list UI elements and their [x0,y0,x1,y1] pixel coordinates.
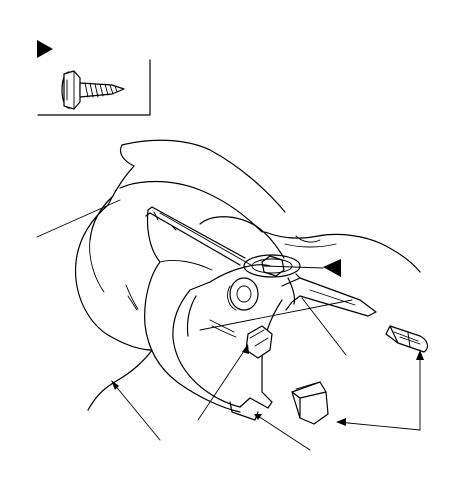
screw-icon [61,70,125,110]
leader-line-clip-center [197,347,247,421]
leader-line-screw [159,212,252,266]
leader-line-arm [301,297,347,356]
cover-panel [144,206,285,413]
center-grommet [227,277,259,311]
leader-line-bezel [113,383,161,441]
outer-shroud [74,180,263,411]
leader-line-cover [199,299,353,331]
body-panel-outline [107,139,421,273]
legend-frame [37,59,151,116]
reference-marker-icon [323,259,341,277]
leader-line-clips [337,349,421,431]
spring-clip-lower [291,381,329,425]
fastener-legend [37,40,151,116]
spring-clip-upper [385,325,429,353]
leader-line-ring-marker [263,265,324,269]
bracket-clip [245,325,273,359]
leader-line-rail [36,199,121,238]
leader-lines [36,199,424,451]
right-arm-bracket [281,273,377,317]
legend-marker-icon [37,40,53,58]
ring-collar [243,254,301,278]
leader-line-lower [257,415,311,451]
